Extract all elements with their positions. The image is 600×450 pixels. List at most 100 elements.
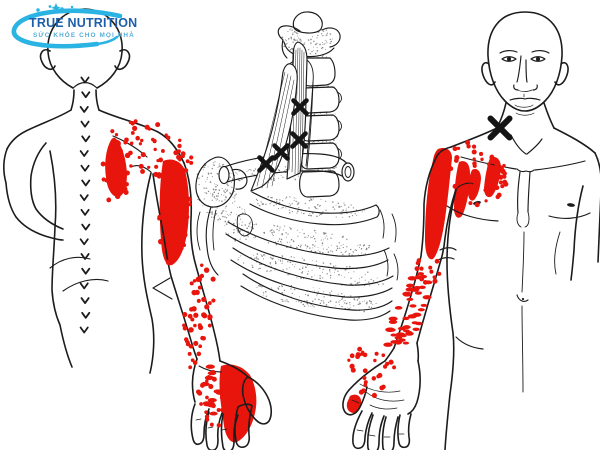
trapezius-left: [450, 127, 498, 148]
front-index-finger: [352, 410, 373, 450]
back-hand-top-edge: [219, 360, 249, 378]
figure-scalene-anatomy: [195, 11, 399, 321]
cartilage-1: [379, 209, 385, 239]
clavicle-cut-end: [341, 162, 355, 182]
atlas-right-wing: [321, 27, 341, 48]
pain-dots-front: [347, 140, 509, 398]
knuckle-ticks: [195, 418, 228, 431]
posterior-scalene-b: [306, 81, 314, 169]
pillar-1: [336, 91, 342, 104]
right-pupil: [536, 57, 540, 61]
rib3-bottom: [230, 259, 393, 298]
logo-swoosh-tail: [95, 35, 119, 46]
back-left-arm-outer: [3, 148, 64, 241]
rib1-top: [251, 191, 377, 214]
back-neck-right: [95, 89, 100, 111]
back-thumb-red: [241, 376, 273, 425]
pain-deltoid-stripe: [425, 148, 452, 260]
rib2-bottom: [225, 233, 389, 270]
vertebra-c6: [299, 170, 340, 198]
palm-crease-3: [369, 404, 398, 410]
front-torso-left: [444, 189, 457, 450]
atlas-left-lower: [281, 39, 288, 59]
rib1-bottom: [249, 203, 378, 226]
rib3-top: [232, 247, 394, 286]
armpit-fold-front: [455, 182, 475, 190]
scm-left: [510, 134, 527, 155]
back-torso-right: [141, 172, 155, 374]
front-pinky: [397, 413, 412, 449]
cartilage-2: [391, 213, 397, 243]
logo-swoosh-graphic: [11, 3, 123, 49]
scapula-acromion: [195, 156, 235, 208]
scalene-trigger-2-x-icon: [290, 131, 308, 149]
rib4-top: [242, 273, 393, 311]
scalene-trigger-1-x-icon: [291, 98, 309, 116]
pain-dots-back: [100, 119, 231, 428]
front-head-outline: [487, 11, 563, 112]
hip-crease-left: [455, 336, 484, 350]
front-left-ear: [481, 61, 496, 86]
palm-crease-1: [365, 391, 405, 402]
nostril-right: [532, 84, 538, 91]
striation: [299, 49, 303, 175]
front-ink: [342, 11, 600, 450]
back-shoulder-left: [6, 109, 72, 150]
front-wrist-outer: [384, 347, 395, 362]
left-eye: [501, 56, 517, 62]
abdomen-midline-upper: [521, 231, 525, 293]
sternum-left: [517, 171, 521, 214]
sternal-notch: [516, 168, 535, 173]
striation: [271, 79, 295, 187]
brand-logo: TRUE NUTRITION SỨC KHỎE CHO MỌI NHÀ: [2, 3, 152, 55]
front-neck-right: [543, 102, 555, 129]
pec-fold-right: [548, 212, 591, 219]
front-right-arm-inner: [570, 185, 584, 281]
back-ring-finger: [205, 411, 223, 450]
coracoid-process: [231, 168, 248, 190]
scalene-trigger-4-x-icon: [257, 155, 275, 173]
front-ring-finger: [381, 416, 399, 450]
sternum-base-left: [516, 212, 522, 228]
spine-chevron-column: [79, 76, 91, 334]
back-hand-left-edge: [191, 358, 198, 403]
back-right-arm-inner: [152, 173, 198, 360]
back-left-arm-inner: [29, 142, 64, 230]
right-nipple: [567, 203, 575, 207]
right-eye: [530, 56, 546, 62]
back-neck-left: [70, 89, 75, 111]
logo-title: TRUE NUTRITION: [29, 16, 138, 30]
back-index-finger-red: [234, 403, 253, 449]
mouth-line: [509, 97, 541, 101]
posterior-arch: [292, 11, 323, 34]
back-middle-finger: [220, 413, 239, 450]
scalene-trigger-3-x-icon: [272, 143, 290, 161]
sternum-right: [527, 171, 531, 213]
iliac-crest-right: [62, 278, 109, 292]
sternum-base-right: [524, 211, 530, 228]
rib2-top: [227, 221, 390, 257]
logo-sparkles: [36, 3, 74, 16]
lat-line-right: [554, 231, 561, 275]
pillar-2: [336, 119, 342, 132]
front-hand-thumb-edge: [348, 360, 386, 391]
clavicle-left-end: [218, 165, 230, 185]
front-thumb: [342, 386, 368, 416]
navel-dot: [521, 297, 525, 301]
clavicle-cut-core: [344, 166, 352, 178]
pain-hand-patch: [219, 364, 257, 443]
scapula-lateral-border: [205, 206, 219, 276]
pain-thumb-tip: [346, 394, 362, 413]
front-right-ear: [554, 61, 569, 86]
nostril-left: [513, 84, 519, 91]
front-right-arm-outer: [594, 152, 600, 263]
trapezius-right: [553, 127, 596, 154]
trigger-point-x-marks-anatomy: [257, 98, 309, 173]
thumb-crease: [351, 399, 360, 404]
front-middle-finger: [366, 414, 385, 450]
front-wrist-inner: [416, 342, 420, 362]
humerus-hint: [196, 211, 201, 251]
rib4-bottom: [240, 285, 391, 321]
